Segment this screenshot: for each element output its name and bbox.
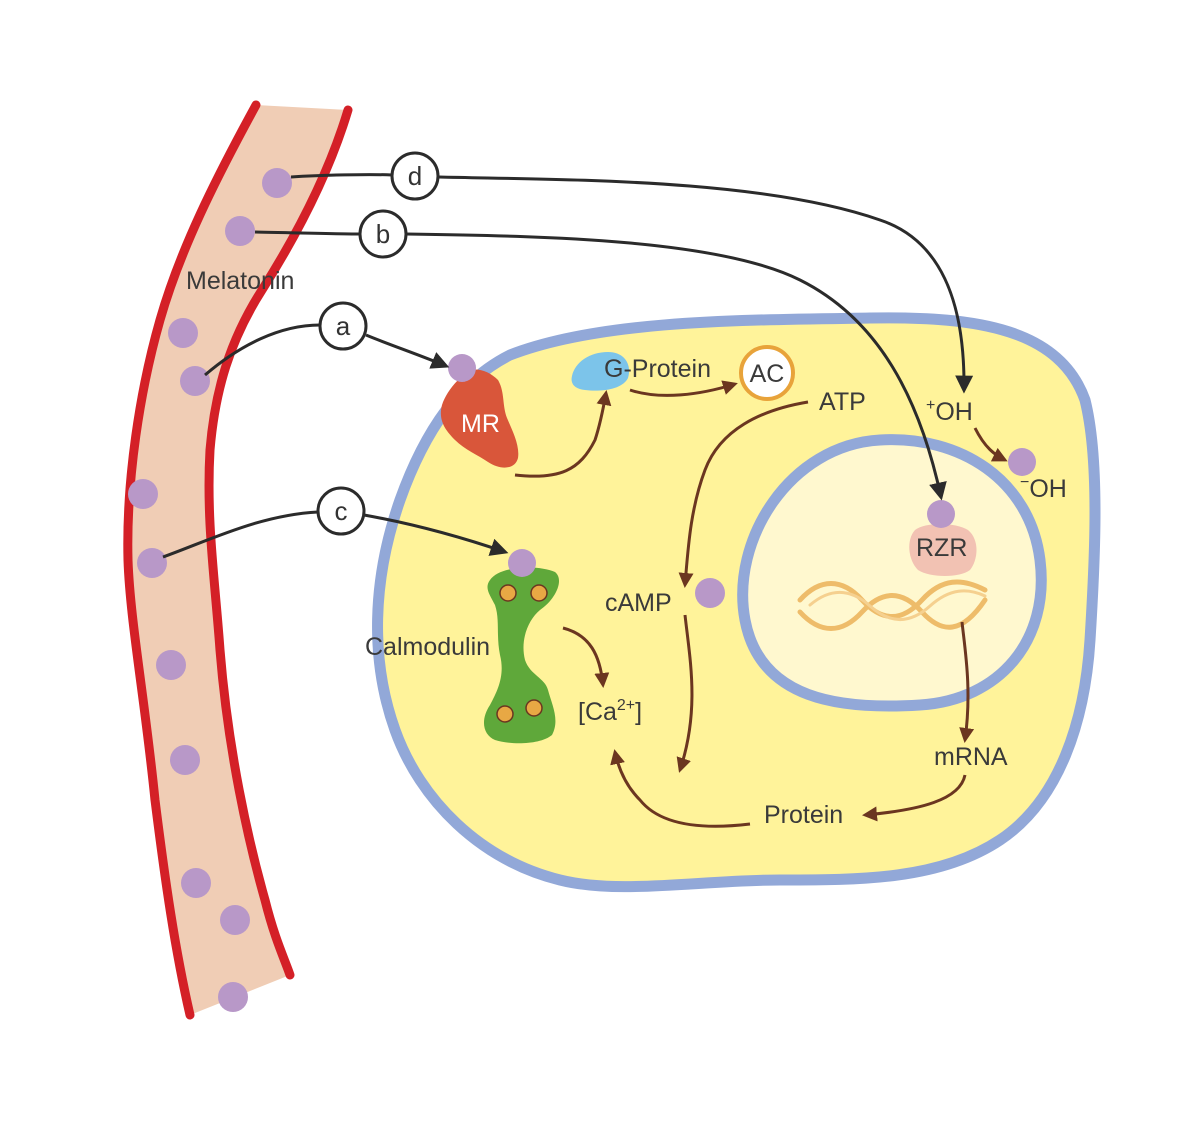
ac-enzyme xyxy=(739,345,795,401)
pathway-arrows xyxy=(162,173,974,559)
atp-label: ATP xyxy=(819,388,866,416)
arrow-oh-plus-to-minus xyxy=(973,427,1008,462)
vessel-melatonin-molecules xyxy=(128,168,292,1012)
pathway-c-arrow xyxy=(162,510,319,559)
arrow-camp-down xyxy=(676,614,694,773)
camp-melatonin-dot xyxy=(695,578,725,608)
signaling-arrows xyxy=(514,380,1008,828)
melatonin-dot xyxy=(180,366,210,396)
melatonin-bound-mr xyxy=(448,354,476,382)
pathway-a-arrow xyxy=(204,323,321,377)
pathway-b-arrow-cont xyxy=(405,232,947,501)
melatonin-bound-rzr xyxy=(927,500,955,528)
mr-label: MR xyxy=(461,410,500,438)
dna-strand-3 xyxy=(808,589,987,621)
ac-label: AC xyxy=(750,360,785,388)
pathway-c-arrow-cont xyxy=(363,513,509,556)
melatonin-dot xyxy=(156,650,186,680)
arrow-protein-to-calcium xyxy=(610,749,751,828)
calmodulin-label: Calmodulin xyxy=(365,633,490,661)
pathway-label-a: a xyxy=(318,301,368,351)
melatonin-dot xyxy=(220,905,250,935)
vessel-wall-right xyxy=(204,105,353,980)
pathway-d-arrow-cont xyxy=(438,175,974,394)
dna-helix xyxy=(797,579,988,631)
oh-minus-label: −OH xyxy=(1020,474,1067,503)
arrow-mr-to-gprotein xyxy=(514,390,612,478)
svg-text:b: b xyxy=(376,219,390,249)
melatonin-dot xyxy=(128,479,158,509)
calcium-ions xyxy=(496,584,548,723)
calcium-ion xyxy=(530,584,548,602)
arrow-gprotein-to-ac xyxy=(629,380,738,397)
arrow-mrna-to-protein xyxy=(862,774,967,822)
g-protein-shape xyxy=(571,352,630,391)
nucleus xyxy=(737,434,1047,712)
arrow-calmodulin-to-calcium xyxy=(562,626,610,688)
calcium-ion xyxy=(499,584,517,602)
arrow-atp-to-camp xyxy=(678,400,809,588)
camp-label: cAMP xyxy=(605,589,672,617)
melatonin-label: Melatonin xyxy=(186,267,294,295)
calmodulin-protein xyxy=(483,567,560,744)
calcium-label: [Ca2+] xyxy=(578,697,642,726)
protein-label: Protein xyxy=(764,801,843,829)
pathway-label-c: c xyxy=(316,486,366,536)
pathway-label-d: d xyxy=(390,151,440,201)
melatonin-bound-calmodulin xyxy=(508,549,536,577)
melatonin-oh-dot xyxy=(1008,448,1036,476)
g-protein-label: G-Protein xyxy=(604,355,711,383)
melatonin-dot xyxy=(181,868,211,898)
pathway-label-b: b xyxy=(358,209,408,259)
rzr-receptor xyxy=(909,524,977,576)
arrow-dna-to-mrna xyxy=(959,621,975,743)
melatonin-dot xyxy=(137,548,167,578)
calcium-ion xyxy=(525,699,543,717)
svg-text:d: d xyxy=(408,161,422,191)
mrna-label: mRNA xyxy=(934,743,1008,771)
mr-receptor xyxy=(440,369,519,468)
oh-plus-label: +OH xyxy=(926,397,973,426)
pathway-d-arrow xyxy=(290,173,393,179)
calcium-ion xyxy=(496,705,514,723)
pathway-b-arrow xyxy=(254,230,361,236)
svg-text:c: c xyxy=(335,496,348,526)
melatonin-dot xyxy=(168,318,198,348)
melatonin-dot xyxy=(170,745,200,775)
melatonin-dot xyxy=(262,168,292,198)
vessel-wall-left xyxy=(123,100,261,1020)
dna-strand-2 xyxy=(797,593,988,631)
melatonin-dot xyxy=(218,982,248,1012)
rzr-label: RZR xyxy=(916,534,967,562)
svg-text:a: a xyxy=(336,311,351,341)
pathway-a-arrow-cont xyxy=(365,333,450,369)
melatonin-dot xyxy=(225,216,255,246)
